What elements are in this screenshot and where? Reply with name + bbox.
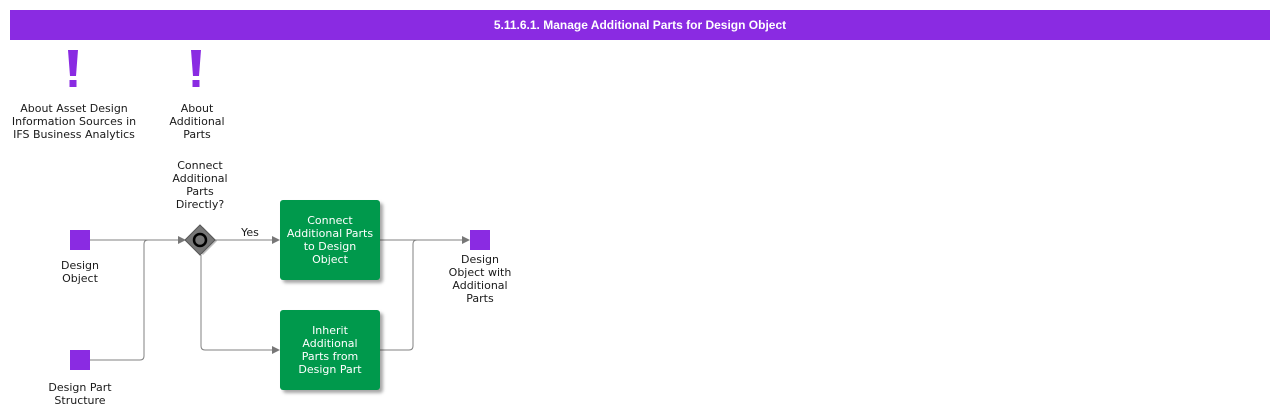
- note-about-asset-design[interactable]: About Asset Design Information Sources i…: [11, 102, 137, 141]
- task-inherit-additional-parts[interactable]: Inherit Additional Parts from Design Par…: [280, 310, 380, 390]
- task-connect-additional-parts[interactable]: Connect Additional Parts to Design Objec…: [280, 200, 380, 280]
- note-about-additional-parts[interactable]: About Additional Parts: [169, 102, 225, 141]
- design-object-with-parts-node[interactable]: [470, 230, 490, 250]
- page-title: 5.11.6.1. Manage Additional Parts for De…: [10, 10, 1270, 40]
- exclamation-icon[interactable]: [67, 50, 79, 90]
- design-object-node[interactable]: [70, 230, 90, 250]
- yes-flow-label: Yes: [241, 226, 259, 239]
- exclamation-icon[interactable]: [190, 50, 202, 90]
- design-part-structure-node[interactable]: [70, 350, 90, 370]
- design-object-label: Design Object: [61, 259, 99, 285]
- design-object-with-parts-label: Design Object with Additional Parts: [448, 253, 512, 305]
- decision-gateway: [184, 224, 217, 256]
- gateway-question: Connect Additional Parts Directly?: [172, 159, 228, 211]
- design-part-structure-label: Design Part Structure: [48, 381, 112, 407]
